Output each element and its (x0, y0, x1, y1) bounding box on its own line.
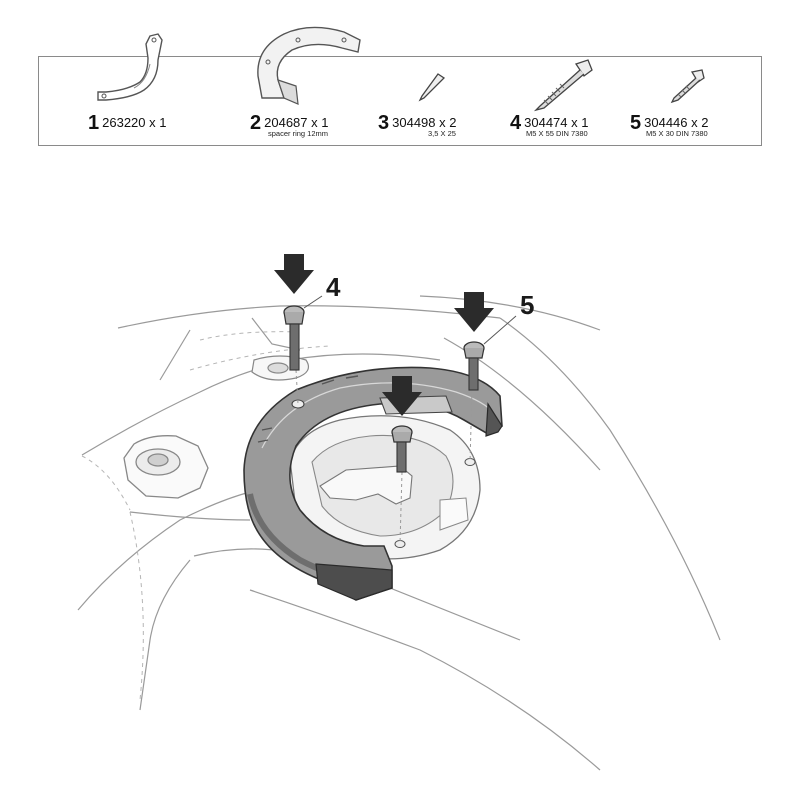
callout-leaders (303, 295, 517, 345)
part-spec-4: M5 X 55 DIN 7380 (526, 129, 588, 138)
part-code: 263220 x 1 (102, 115, 167, 130)
down-arrows (274, 254, 494, 416)
part-code: 304474 x 1 (524, 115, 589, 130)
part-code: 204687 x 1 (264, 115, 329, 130)
callout-screw-4: 4 (326, 272, 341, 302)
spacer-ring-icon (257, 26, 361, 105)
down-arrow-icon (274, 254, 314, 294)
parts-list-box (38, 56, 762, 146)
screw-short-5 (463, 341, 485, 391)
part-spec-3: 3,5 X 25 (428, 129, 456, 138)
part-number: 1 (88, 112, 100, 134)
part-spec-5: M5 X 30 DIN 7380 (646, 129, 708, 138)
part-number: 5 (630, 112, 642, 134)
callout-screw-5: 5 (520, 290, 535, 320)
screw-short-5-center (391, 425, 413, 473)
part-number: 4 (510, 112, 522, 134)
wood-screw-icon (418, 73, 446, 102)
tank-ring-base (289, 415, 481, 560)
screw-long-4 (283, 305, 305, 371)
rear-mount-detail (251, 355, 309, 381)
part-number: 2 (250, 112, 262, 134)
part-number: 3 (378, 112, 390, 134)
part-spec-2: spacer ring 12mm (268, 129, 329, 138)
down-arrow-icon (454, 292, 494, 332)
long-screw-icon (533, 59, 593, 112)
down-arrow-icon (382, 376, 422, 416)
part-code: 304498 x 2 (392, 115, 457, 130)
bracket-icon (97, 33, 163, 101)
screw-axis-lines (295, 369, 473, 545)
tank-dashed-lines (81, 331, 331, 701)
short-screw-icon (670, 69, 705, 104)
part-code: 304446 x 2 (644, 115, 709, 130)
left-cap-detail (123, 435, 209, 499)
